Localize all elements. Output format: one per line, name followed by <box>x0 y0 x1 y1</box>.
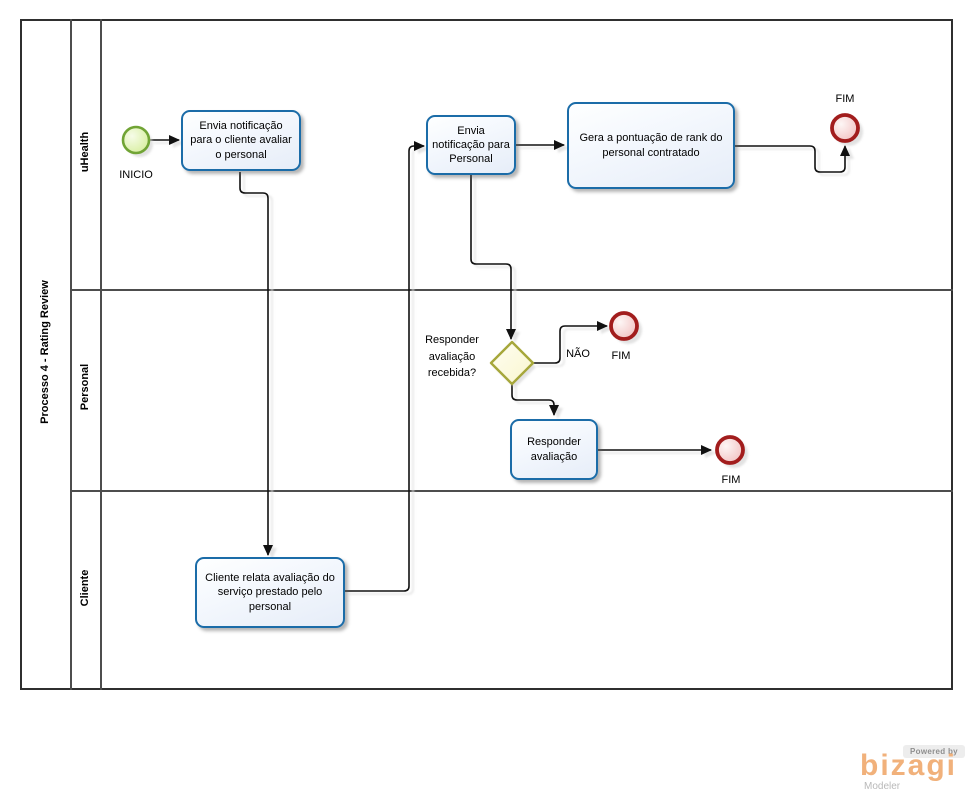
flow-nao-label: NÃO <box>566 348 590 360</box>
pool-title-divider <box>70 19 72 690</box>
task-notify-personal-label: Envia notificação para Personal <box>432 124 510 166</box>
flow-notify-personal-to-gateway[interactable] <box>470 175 516 340</box>
flow-notify-client-to-client-reports[interactable] <box>239 172 273 556</box>
start-event-circle[interactable] <box>121 125 151 155</box>
end-event-top-circle[interactable] <box>830 113 860 143</box>
bizagi-logo: bizagi <box>860 749 958 782</box>
task-notify-client[interactable]: Envia notificação para o cliente avaliar… <box>181 110 301 171</box>
task-notify-client-label: Envia notificação para o cliente avaliar… <box>190 120 292 161</box>
bizagi-modeler-label: Modeler <box>864 781 901 792</box>
task-generate-rank[interactable]: Gera a pontuação de rank do personal con… <box>567 102 735 189</box>
end-event-responded-circle[interactable] <box>715 435 745 465</box>
flow-generate-rank-to-end-top[interactable] <box>735 145 850 173</box>
sequence-flows <box>150 135 850 592</box>
task-client-reports[interactable]: Cliente relata avaliação do serviço pres… <box>195 557 345 628</box>
task-respond-review[interactable]: Responder avaliação <box>510 419 598 480</box>
lane-label-divider <box>100 19 102 690</box>
start-event-label: INICIO <box>119 169 153 181</box>
lane-divider-personal-cliente <box>70 490 953 492</box>
gateway-question-label: Responder avaliação recebida? <box>425 334 479 379</box>
task-generate-rank-label: Gera a pontuação de rank do personal con… <box>579 132 723 159</box>
task-respond-review-label: Responder avaliação <box>527 436 581 463</box>
end-event-top-label: FIM <box>835 93 855 105</box>
flow-client-reports-to-notify-personal[interactable] <box>345 141 425 592</box>
end-event-nao-label: FIM <box>611 350 631 362</box>
powered-by-badge: Powered by <box>903 745 965 758</box>
end-event-responded-label: FIM <box>721 474 741 486</box>
flow-gateway-to-respond-review[interactable] <box>511 384 559 416</box>
task-client-reports-label: Cliente relata avaliação do serviço pres… <box>205 572 335 613</box>
flow-gateway-nao-to-end[interactable] <box>533 321 608 364</box>
pool <box>20 19 953 690</box>
end-event-nao-circle[interactable] <box>609 311 639 341</box>
task-notify-personal[interactable]: Envia notificação para Personal <box>426 115 516 175</box>
gateway-diamond[interactable] <box>489 340 535 386</box>
